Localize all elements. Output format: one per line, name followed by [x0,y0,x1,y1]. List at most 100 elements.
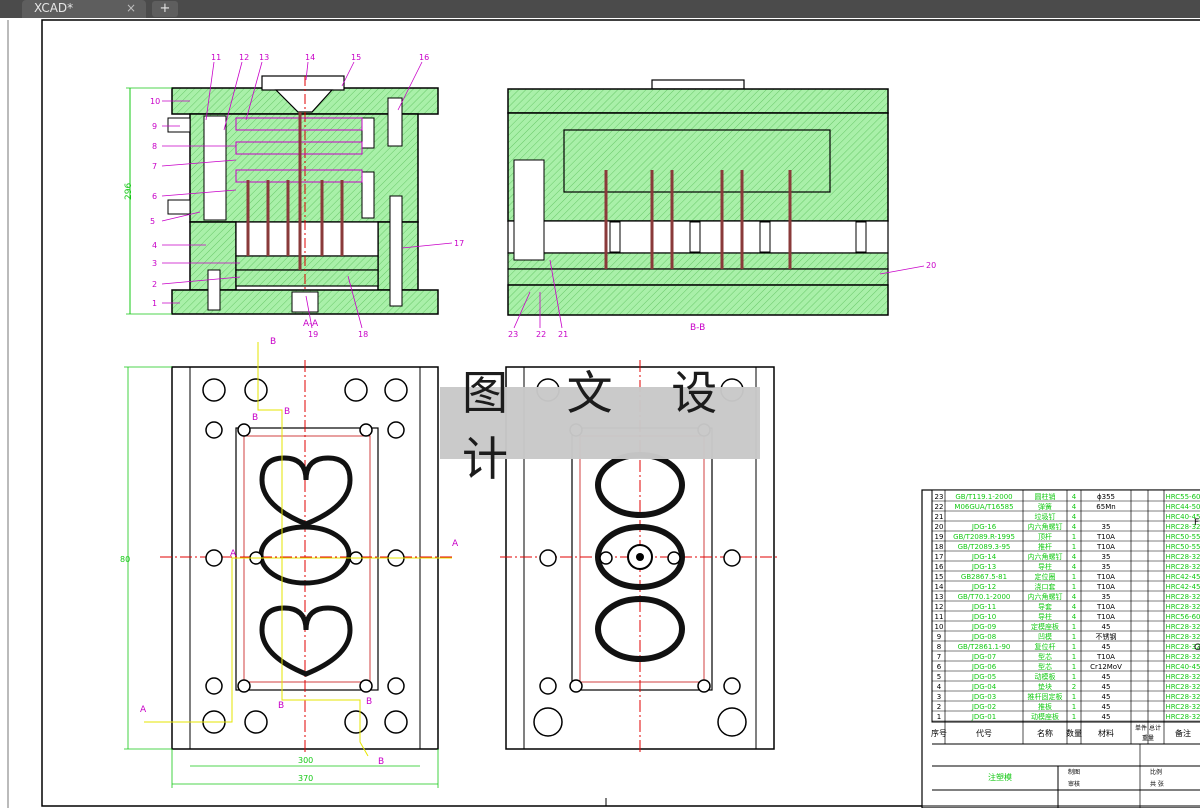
bom-cell-qty: 4 [1072,553,1077,561]
callout: 13 [259,53,269,62]
bom-cell-note: HRC44-50 [1165,503,1200,511]
callout: 3 [152,259,157,268]
bom-cell-qty: 4 [1072,593,1077,601]
bom-cell-material: T10A [1096,573,1115,581]
bottom-dimension-outer: 370 [298,774,313,783]
bom-cell-qty: 4 [1072,493,1077,501]
bom-cell-code: GB/T2089.R-1995 [953,533,1015,541]
bom-cell-name: 型芯 [1038,652,1052,661]
bom-cell-material: 35 [1102,523,1111,531]
tab-document[interactable]: XCAD* × [22,0,146,18]
bom-cell-code: JDG-16 [971,523,997,531]
section-mark-a: A [140,705,147,715]
bom-cell-material: 35 [1102,593,1111,601]
bom-cell-qty: 1 [1072,713,1076,721]
bom-cell-name: 内六角螺钉 [1028,522,1063,531]
bom-header: 名称 [1037,728,1053,738]
bom-cell-qty: 4 [1072,613,1077,621]
bom-cell-name: 内六角螺钉 [1028,552,1063,561]
bom-header: 代号 [976,728,992,738]
bom-header-weight: 单件 总计 [1135,724,1161,732]
height-dimension: 296 [124,183,134,200]
section-mark-b: B [252,413,258,423]
bom-header: 序号 [931,728,947,738]
bom-cell-code: JDG-05 [971,673,996,681]
bom-cell-name: 动模板 [1035,672,1056,681]
bom-cell-name: 导柱 [1038,562,1052,571]
bom-cell-name: 推板 [1038,702,1052,711]
bom-cell-qty: 1 [1072,653,1076,661]
bom-cell-code: JDG-06 [971,663,997,671]
bom-cell-material: T10A [1096,613,1115,621]
bom-cell-note: HRC28-32 [1165,623,1200,631]
callout: 20 [926,261,936,270]
bom-cell-name: 定位圈 [1035,572,1056,581]
bom-cell-name: 浇口套 [1035,582,1056,591]
callout: 9 [152,122,157,131]
new-tab-button[interactable]: + [152,1,178,17]
bom-cell-qty: 1 [1072,643,1076,651]
bom-cell-no: 2 [937,703,941,711]
bom-cell-name: 导柱 [1038,612,1052,621]
section-mark-b: B [284,407,290,417]
tab-title: XCAD* [34,1,74,15]
bom-cell-qty: 4 [1072,513,1077,521]
callout: 6 [152,192,157,201]
bom-cell-note: HRC40-45 [1165,513,1200,521]
bom-cell-no: 11 [935,613,944,621]
bom-cell-name: 动模座板 [1031,712,1059,721]
bom-cell-no: 12 [935,603,944,611]
bom-header: 材料 [1098,728,1114,738]
bom-cell-code: GB/T70.1-2000 [958,593,1011,601]
bom-cell-qty: 1 [1072,663,1076,671]
title-block-field: 制图 [1068,768,1080,776]
section-mark-b: B [270,337,276,347]
title-block-field: 共 张 [1150,780,1164,788]
bom-cell-no: 21 [935,513,944,521]
bom-cell-no: 9 [937,633,941,641]
side-letter-f: F [1194,518,1199,528]
bom-cell-code: JDG-01 [971,713,996,721]
bom-cell-qty: 4 [1072,603,1077,611]
bom-cell-note: HRC42-45 [1165,573,1200,581]
bom-cell-qty: 1 [1072,533,1076,541]
bom-cell-no: 18 [935,543,944,551]
bom-cell-no: 4 [937,683,942,691]
bom-cell-no: 17 [935,553,944,561]
bom-cell-code: JDG-14 [971,553,997,561]
callout: 2 [152,280,157,289]
callout: 7 [152,162,157,171]
callout: 11 [211,53,221,62]
bom-cell-note: HRC28-32 [1165,523,1200,531]
bom-cell-code: JDG-08 [971,633,996,641]
bom-header: 备注 [1175,728,1191,738]
bom-cell-note: HRC28-32 [1165,643,1200,651]
callout: 19 [308,330,318,339]
tab-close-icon[interactable]: × [125,1,136,15]
bom-cell-no: 19 [935,533,944,541]
drawing-canvas[interactable]: 296 A-A 11 12 13 14 15 16 10 9 8 7 6 [0,18,1200,809]
bom-cell-code: JDG-11 [971,603,996,611]
bom-cell-no: 16 [935,563,944,571]
bom-cell-code: JDG-12 [971,583,996,591]
tab-bar: XCAD* × + [0,0,1200,18]
bom-cell-name: 垃圾钉 [1035,512,1056,521]
bom-cell-no: 20 [935,523,944,531]
bom-cell-code: JDG-13 [971,563,996,571]
bom-cell-note: HRC28-32 [1165,593,1200,601]
bom-cell-code: JDG-10 [971,613,996,621]
bom-cell-name: 顶杆 [1038,532,1052,541]
bom-cell-qty: 2 [1072,683,1076,691]
bom-cell-material: 45 [1102,643,1111,651]
bom-cell-no: 22 [935,503,944,511]
bom-cell-material: 45 [1102,713,1111,721]
bom-cell-code: GB2867.5-81 [961,573,1007,581]
bom-cell-note: HRC50-55 [1165,533,1200,541]
callout: 15 [351,53,361,62]
bom-cell-qty: 4 [1072,523,1077,531]
bom-cell-qty: 4 [1072,503,1077,511]
bom-cell-code: JDG-07 [971,653,996,661]
bom-cell-code: M06GUA/T16585 [954,503,1013,511]
bom-cell-note: HRC28-32 [1165,713,1200,721]
